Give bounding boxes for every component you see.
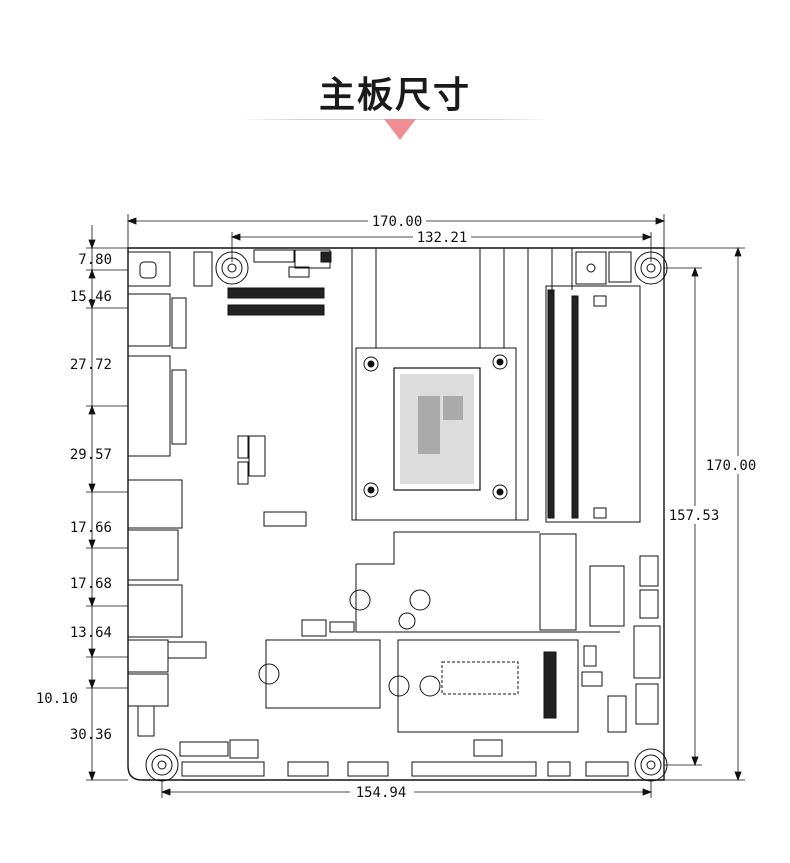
page-title: 主板尺寸 — [318, 75, 471, 116]
dim-left-3: 27.72 — [70, 357, 112, 373]
mounting-hole-top-left — [215, 251, 249, 285]
dim-top-width: 170.00 — [372, 214, 423, 230]
dim-left-8: 10.10 — [36, 691, 78, 707]
heatsink-screws — [363, 354, 508, 500]
bottom-headers — [179, 739, 629, 777]
dim-left-5: 17.66 — [70, 520, 112, 536]
left-io-ports — [127, 251, 207, 737]
dim-top-hole-spacing: 132.21 — [417, 230, 468, 246]
dim-right-hole-spacing: 157.53 — [669, 508, 720, 524]
mounting-hole-bottom-left — [145, 748, 179, 782]
dim-left-9: 30.36 — [70, 727, 112, 743]
dim-bottom-hole-spacing: 154.94 — [356, 785, 407, 801]
mid-headers — [237, 435, 355, 637]
title-arrow-icon — [384, 119, 416, 140]
sodimm-slots — [545, 248, 641, 523]
cpu-heatsink — [351, 247, 529, 521]
right-headers — [581, 555, 661, 733]
top-headers — [193, 249, 632, 316]
board-outline — [127, 247, 665, 781]
dim-right-height: 170.00 — [706, 458, 757, 474]
dim-left-6: 17.68 — [70, 576, 112, 592]
dim-left-4: 29.57 — [70, 447, 112, 463]
dim-left-7: 13.64 — [70, 625, 112, 641]
expansion-slots — [258, 531, 625, 733]
cpu-socket — [393, 367, 481, 491]
dim-left-2: 15.46 — [70, 289, 112, 305]
dimension-lines — [86, 214, 745, 798]
mounting-hole-bottom-right — [634, 748, 668, 782]
dim-left-1: 7.80 — [78, 252, 112, 268]
mounting-hole-top-right — [634, 251, 668, 285]
